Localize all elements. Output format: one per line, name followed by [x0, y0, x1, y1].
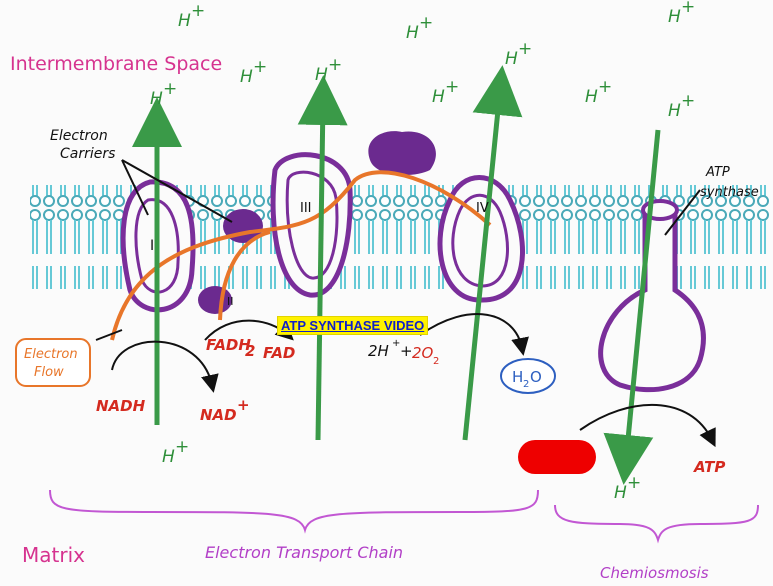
atp-synthase-label-2: synthase — [700, 185, 759, 200]
h-plus: H+ — [668, 91, 695, 121]
svg-text:+: + — [445, 77, 459, 97]
chemiosmosis-label: Chemiosmosis — [600, 564, 709, 582]
svg-text:H: H — [505, 49, 518, 69]
fadh2-label: FADH 2 — [206, 336, 255, 360]
electron-carriers-label-1: Electron — [50, 128, 108, 144]
electron-flow-arrow — [110, 170, 492, 341]
svg-text:O: O — [530, 368, 542, 386]
svg-text:+: + — [175, 437, 189, 457]
svg-text:+: + — [253, 57, 267, 77]
svg-text:H: H — [614, 483, 627, 503]
h2o-label: H 2 O — [512, 368, 542, 390]
h-plus: H+ — [240, 57, 267, 87]
svg-text:+: + — [681, 0, 695, 17]
svg-text:H: H — [315, 65, 328, 85]
h-plus: H+ — [585, 77, 612, 107]
svg-text:H: H — [406, 23, 419, 43]
svg-text:+: + — [598, 77, 612, 97]
matrix-label: Matrix — [22, 543, 85, 567]
fad-label: FAD — [263, 344, 295, 362]
svg-text:NAD: NAD — [200, 406, 237, 424]
svg-text:H: H — [432, 87, 445, 107]
complex-3-label: III — [300, 201, 312, 216]
svg-text:2: 2 — [523, 379, 529, 390]
h-plus: H+ — [432, 77, 459, 107]
complex-4 — [437, 175, 525, 303]
svg-text:H: H — [512, 368, 523, 386]
svg-text:2O: 2O — [412, 344, 434, 362]
h2o-bubble — [500, 358, 556, 394]
svg-text:+: + — [328, 55, 342, 75]
red-blob — [518, 440, 596, 474]
svg-text:+: + — [191, 1, 205, 21]
h-plus: H+ — [668, 0, 695, 27]
electron-flow-label-2: Flow — [34, 365, 64, 380]
nadh-label: NADH — [96, 397, 146, 415]
electron-flow-arrow-2 — [218, 230, 271, 321]
complex-4-label: IV — [476, 201, 489, 216]
svg-text:+: + — [163, 79, 177, 99]
complex-3 — [270, 152, 353, 298]
complex-1-label: I — [150, 238, 154, 254]
reaction-arrows — [95, 159, 716, 448]
svg-text:2: 2 — [433, 356, 439, 367]
reaction-label: 2H + + 2O 2 — [368, 338, 439, 367]
h-plus: H+ — [150, 79, 177, 109]
svg-text:2: 2 — [245, 342, 255, 360]
etc-label: Electron Transport Chain — [205, 543, 403, 562]
h-plus: H+ — [505, 39, 532, 69]
svg-text:H: H — [668, 101, 681, 121]
h-plus-labels: H+ H+ H+ H+ H+ H+ H+ H+ H+ H+ H+ H+ — [150, 0, 695, 503]
svg-text:+: + — [627, 473, 641, 493]
electron-carriers-label-2: Carriers — [60, 146, 115, 162]
cytochrome-c — [368, 131, 436, 176]
h-plus: H+ — [162, 437, 189, 467]
atp-synthase-video-link[interactable]: ATP SYNTHASE VIDEO — [277, 316, 429, 335]
atp-label: ATP — [693, 458, 725, 476]
svg-text:H: H — [178, 11, 191, 31]
svg-text:2H: 2H — [368, 342, 389, 360]
electron-flow-box — [15, 338, 91, 387]
svg-text:+: + — [419, 13, 433, 33]
complex-2-label: II — [227, 295, 234, 308]
etc-brace — [49, 489, 539, 534]
proton-arrows — [132, 65, 661, 485]
svg-text:FADH: FADH — [206, 336, 251, 354]
atp-synthase-label-1: ATP — [705, 165, 730, 180]
h-plus: H+ — [614, 473, 641, 503]
svg-text:H: H — [240, 67, 253, 87]
svg-text:H: H — [150, 89, 163, 109]
intermembrane-space-label: Intermembrane Space — [10, 53, 222, 75]
svg-text:+: + — [392, 338, 400, 349]
svg-text:+: + — [681, 91, 695, 111]
svg-text:H: H — [668, 7, 681, 27]
chemiosmosis-brace — [554, 504, 759, 544]
h-plus: H+ — [178, 1, 205, 31]
svg-text:H: H — [585, 87, 598, 107]
nad-plus-label: NAD + — [200, 396, 250, 424]
h-plus: H+ — [315, 55, 342, 85]
svg-text:+: + — [400, 342, 413, 360]
electron-flow-label-1: Electron — [24, 347, 78, 362]
svg-text:+: + — [518, 39, 532, 59]
h-plus: H+ — [406, 13, 433, 43]
svg-text:+: + — [237, 396, 250, 414]
svg-text:H: H — [162, 447, 175, 467]
